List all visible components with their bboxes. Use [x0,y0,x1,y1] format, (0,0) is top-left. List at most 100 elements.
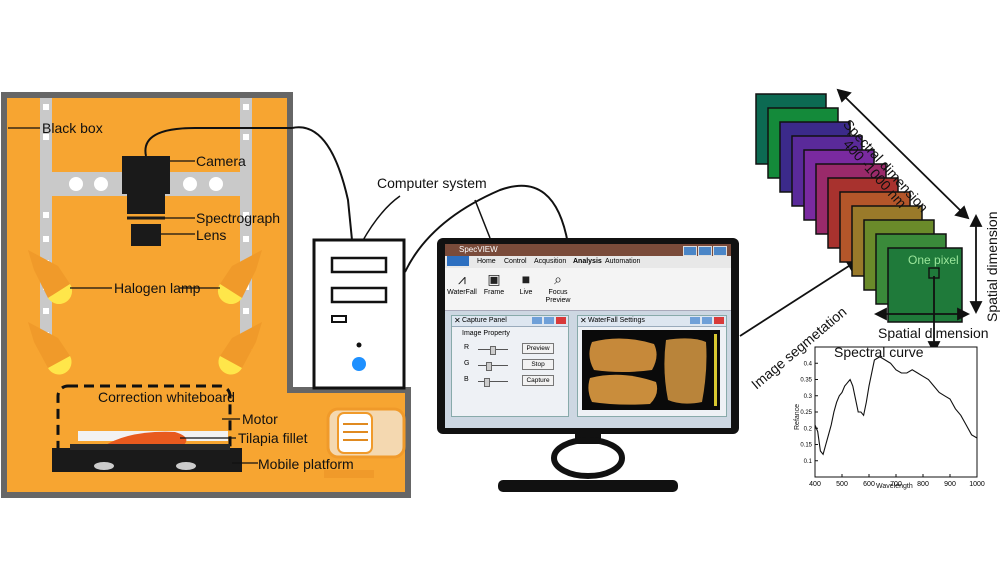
spectrograph-label: Spectrograph [196,210,281,226]
lens-label: Lens [196,227,227,243]
minimize-button[interactable] [683,246,697,256]
monitor-stand [498,434,678,492]
x-tick-label: 600 [863,481,875,488]
y-tick-label: 0.3 [804,394,813,400]
waterfall-settings-panel: ✕ WaterFall Settings [577,315,727,417]
chart-xlabel: Wavelength [876,483,913,490]
capture-panel: ✕ Capture Panel Image Property R Preview… [451,315,569,417]
x-tick-label: 900 [944,481,956,488]
x-tick-label: 700 [890,481,902,488]
one-pixel-marker [928,267,940,279]
tool-icon: ✕ [454,316,461,325]
r-slider[interactable] [478,346,508,355]
y-tick-label: 0.15 [800,443,812,449]
correction-whiteboard-label: Correction whiteboard [98,389,235,405]
halogen-lamp-lower-right [218,322,262,375]
preview-button[interactable]: Preview [522,343,554,354]
y-tick-label: 0.1 [804,459,813,465]
menu-home[interactable]: Home [477,258,496,265]
fillet-preview-image [582,330,720,410]
black-box-label: Black box [42,120,103,136]
halogen-lamp-upper-right [217,250,262,305]
app-title: SpecVIEW [459,245,498,254]
ribbon-toolbar: ⩘ WaterFall ▣ Frame ■ Live ⌕ Focus Previ… [445,268,731,311]
motor-label: Motor [242,411,278,427]
channel-r-label: R [464,344,470,351]
waterfall-panel-min[interactable] [690,317,700,324]
y-tick-label: 0.25 [800,410,812,416]
tilapia-fillet [104,431,187,448]
live-label: Live [519,289,533,296]
x-tick-label: 1000 [969,481,985,488]
computer-tower [312,238,406,390]
capture-panel-max[interactable] [544,317,554,324]
frame-label: Frame [483,289,505,296]
x-tick-label: 800 [917,481,929,488]
waterfall-icon: ⩘ [458,271,466,287]
one-pixel-label: One pixel [908,253,959,267]
hypercube-stack [755,93,963,323]
halogen-lamp-upper-left [28,250,73,305]
close-button[interactable] [713,246,727,256]
y-tick-label: 0.35 [800,378,812,384]
title-bar: SpecVIEW [445,244,731,256]
waterfall-button[interactable]: ⩘ WaterFall [447,271,477,297]
y-tick-label: 0.2 [804,426,813,432]
maximize-button[interactable] [698,246,712,256]
camera-icon: ▣ [487,271,501,287]
live-button[interactable]: ■ Live [511,271,541,297]
capture-panel-title: Capture Panel [462,317,507,324]
computer-system-label: Computer system [377,175,487,191]
waterfall-panel-close[interactable] [714,317,724,324]
file-menu-button[interactable] [447,256,469,266]
lens [131,224,161,246]
power-button [352,357,366,371]
chart-ylabel: Refance [794,403,801,430]
waterfall-panel-max[interactable] [702,317,712,324]
mobile-platform-label: Mobile platform [258,456,354,472]
spatial-dimension-vertical-label: Spatial dimension [984,211,1000,322]
chart-plot-area [814,346,978,478]
menu-automation[interactable]: Automation [605,258,641,265]
channel-g-label: G [464,360,470,367]
camera-label: Camera [196,153,246,169]
menu-analysis[interactable]: Analysis [573,258,602,265]
waterfall-label: WaterFall [447,289,477,296]
stop-button[interactable]: Stop [522,359,554,370]
x-tick-label: 400 [809,481,821,488]
capture-panel-titlebar: ✕ Capture Panel [452,316,568,327]
image-property-label: Image Property [462,330,510,337]
spectral-curve-chart: 400 500 600 700 800 900 1000 0.1 0.15 0.2 0.25 0.3 0… [800,346,985,488]
mobile-platform [52,448,242,472]
focus-icon: ⌕ [554,271,562,287]
spatial-dimension-horizontal-label: Spatial dimension [878,325,989,341]
motor [324,407,406,478]
halogen-lamp-label: Halogen lamp [114,280,201,296]
live-camera-icon: ■ [521,271,531,287]
specview-window: SpecVIEW Home Control Acqusition Analysi… [445,244,731,428]
capture-panel-close[interactable] [556,317,566,324]
waterfall-panel-titlebar: ✕ WaterFall Settings [578,316,726,327]
channel-b-label: B [464,376,469,383]
tilapia-fillet-label: Tilapia fillet [238,430,308,446]
camera [122,156,170,194]
g-slider[interactable] [478,362,508,371]
capture-panel-min[interactable] [532,317,542,324]
y-tick-label: 0.4 [804,361,813,367]
capture-button[interactable]: Capture [522,375,554,386]
spectral-band-12 [887,247,963,323]
spectrograph [127,194,165,214]
menu-control[interactable]: Control [504,258,527,265]
menu-acqusition[interactable]: Acqusition [534,258,567,265]
focus-preview-button[interactable]: ⌕ Focus Preview [543,271,573,305]
spectral-curve-label: Spectral curve [834,344,924,360]
waterfall-panel-title: WaterFall Settings [588,317,645,324]
frame-button[interactable]: ▣ Frame [479,271,509,297]
b-slider[interactable] [478,378,508,387]
focus-preview-label: Focus Preview [545,289,571,304]
spectral-curve-line [814,356,978,456]
menu-bar: Home Control Acqusition Analysis Automat… [445,256,731,268]
halogen-lamp-lower-left [28,322,72,375]
x-tick-label: 500 [836,481,848,488]
